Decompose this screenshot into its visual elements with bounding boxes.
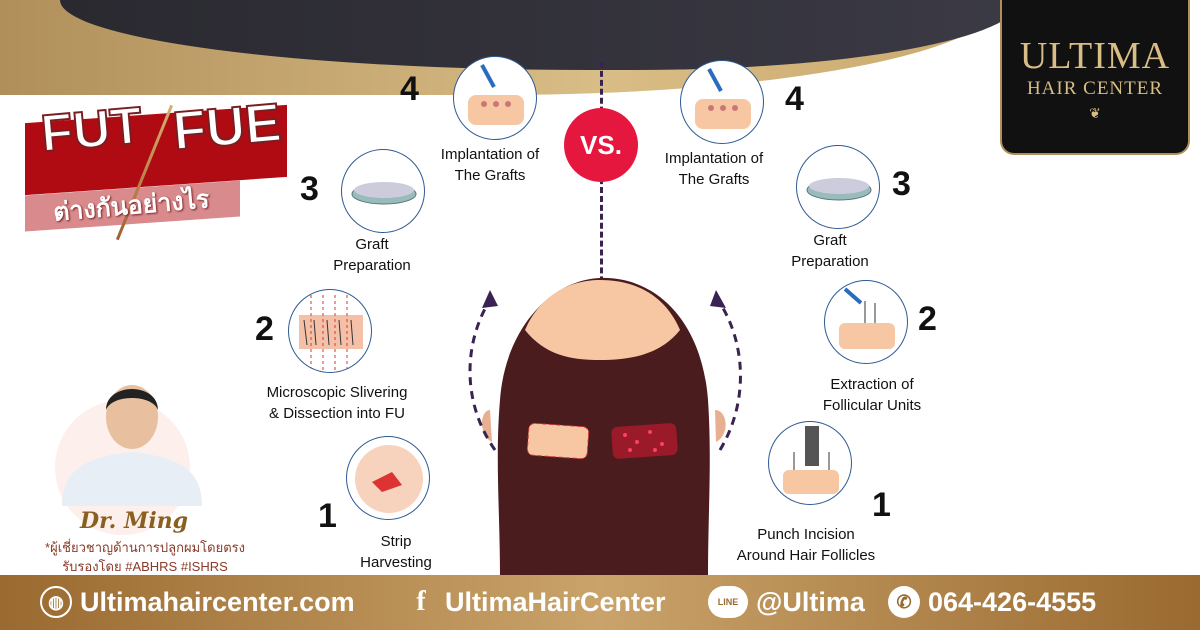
brand-line1: ULTIMA: [1019, 35, 1171, 77]
strip-area: [526, 422, 590, 460]
label-line: Graft: [355, 236, 389, 253]
fue-step3-image: [796, 145, 880, 229]
fue-step2-label: Extraction of Follicular Units: [772, 374, 972, 416]
fut-step2-image: [288, 289, 372, 373]
phone-icon: ✆: [888, 586, 920, 618]
label-line: Preparation: [791, 253, 869, 270]
label-line: Around Hair Follicles: [736, 547, 876, 564]
line-link[interactable]: LINE @Ultima: [708, 586, 865, 618]
ornament-icon: ❦: [1089, 107, 1101, 122]
doctor-photo: [62, 385, 202, 506]
label-line: Implantation of: [664, 150, 764, 167]
facebook-text: UltimaHairCenter: [445, 586, 666, 617]
fut-step1-image: [346, 436, 430, 520]
label-line: Preparation: [333, 257, 411, 274]
line-icon: LINE: [708, 586, 748, 618]
label-line: Follicular Units: [822, 397, 922, 414]
label-line: Extraction of: [830, 376, 914, 393]
phone-link[interactable]: ✆ 064-426-4555: [888, 586, 1096, 618]
label-line: The Grafts: [454, 167, 526, 184]
line-text: @Ultima: [756, 586, 865, 617]
fue-step4-label: Implantation of The Grafts: [614, 148, 814, 190]
label-line: The Grafts: [678, 171, 750, 188]
brand-line2: HAIR CENTER: [1026, 78, 1164, 99]
punch-area: [611, 423, 678, 459]
fue-step1-number: 1: [872, 486, 891, 524]
fue-step4-image: [680, 60, 764, 144]
website-link[interactable]: ◍ Ultimahaircenter.com: [40, 586, 355, 618]
fut-step3-image: [341, 149, 425, 233]
fut-step4-label: Implantation of The Grafts: [390, 144, 590, 186]
website-text: Ultimahaircenter.com: [80, 586, 355, 617]
fut-step4-number: 4: [400, 70, 419, 108]
doctor-name: Dr. Ming: [80, 508, 189, 534]
fut-step2-label: Microscopic Slivering & Dissection into F…: [237, 382, 437, 424]
title-fut: FUT: [38, 96, 146, 165]
fut-step2-number: 2: [255, 310, 274, 348]
label-line: Implantation of: [440, 146, 540, 163]
label-line: Microscopic Slivering: [266, 384, 408, 401]
brand-logo: ULTIMA HAIR CENTER ❦: [1000, 0, 1190, 155]
globe-icon: ◍: [40, 586, 72, 618]
title-fue: FUE: [170, 91, 285, 162]
head-illustration: [468, 277, 742, 578]
label-line: Punch Incision: [757, 526, 855, 543]
fue-step2-image: [824, 280, 908, 364]
facebook-icon: f: [416, 586, 426, 617]
label-line: Harvesting: [360, 554, 432, 571]
fue-step2-number: 2: [918, 300, 937, 338]
vs-badge: VS.: [564, 108, 638, 182]
label-line: & Dissection into FU: [269, 405, 405, 422]
doctor-certification: รับรองโดย #ABHRS #ISHRS: [62, 559, 228, 574]
fut-step3-number: 3: [300, 170, 319, 208]
facebook-link[interactable]: f UltimaHairCenter: [405, 586, 666, 618]
title-banner: FUT FUE ต่างกันอย่างไร: [25, 91, 295, 245]
label-line: Graft: [813, 232, 847, 249]
doctor-credential: *ผู้เชี่ยวชาญด้านการปลูกผมโดยตรง: [45, 540, 245, 555]
phone-text: 064-426-4555: [928, 586, 1097, 617]
fue-step4-number: 4: [785, 80, 804, 118]
fut-step4-image: [453, 56, 537, 140]
fut-step1-number: 1: [318, 497, 337, 535]
fue-step3-number: 3: [892, 165, 911, 203]
label-line: Strip: [380, 533, 412, 550]
fue-step1-image: [768, 421, 852, 505]
